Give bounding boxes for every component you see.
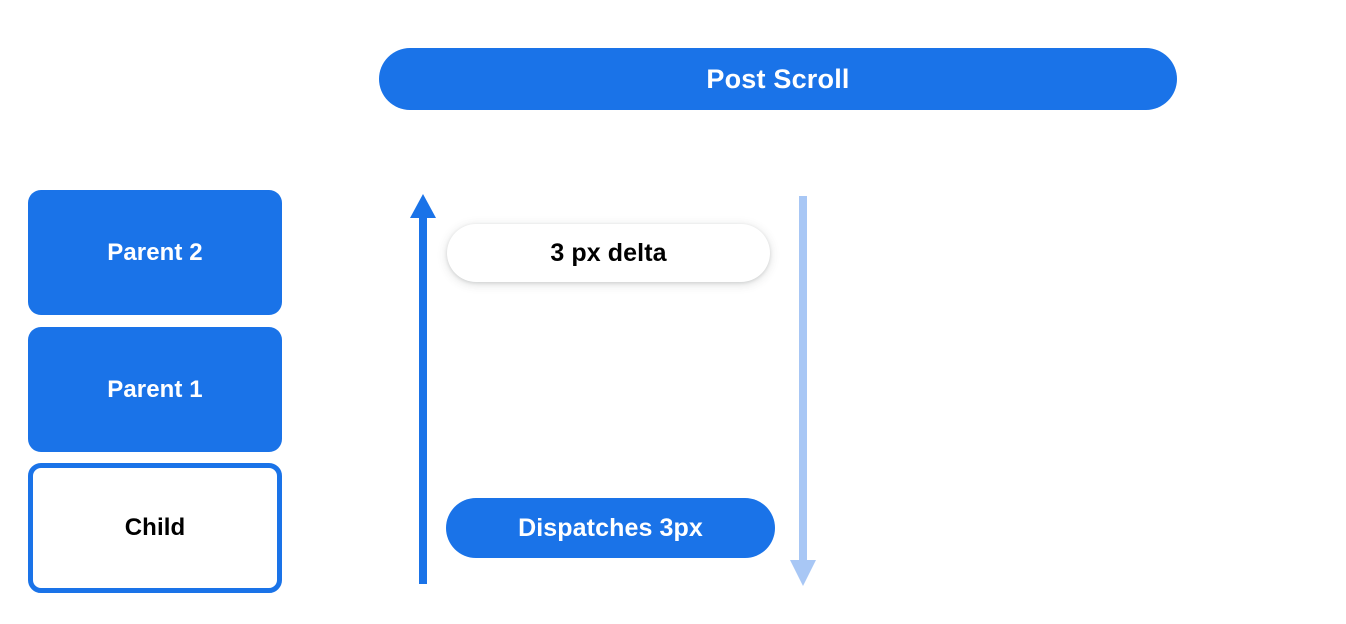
callout-delta: 3 px delta [447, 224, 770, 282]
node-parent-1-label: Parent 1 [107, 375, 203, 403]
scroll-up-arrow-icon [410, 194, 436, 584]
node-child[interactable]: Child [28, 463, 282, 593]
callout-delta-label: 3 px delta [550, 238, 667, 267]
callout-dispatch-label: Dispatches 3px [518, 513, 703, 542]
post-scroll-banner: Post Scroll [379, 48, 1177, 110]
node-parent-1[interactable]: Parent 1 [28, 327, 282, 452]
scroll-down-arrow-icon [790, 196, 816, 586]
callout-dispatch: Dispatches 3px [446, 498, 775, 558]
post-scroll-banner-label: Post Scroll [706, 63, 850, 94]
node-parent-2-label: Parent 2 [107, 238, 203, 266]
node-child-label: Child [124, 514, 186, 541]
node-parent-2[interactable]: Parent 2 [28, 190, 282, 315]
